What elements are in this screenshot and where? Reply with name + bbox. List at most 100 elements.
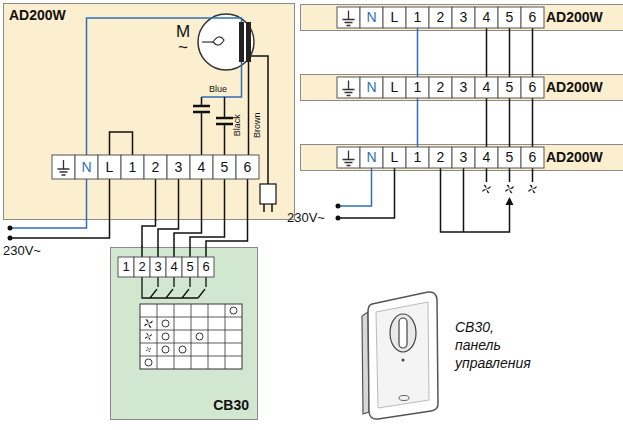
terminal-label: 1	[129, 159, 137, 175]
terminal-label: N	[366, 149, 376, 165]
terminal-cell	[75, 155, 98, 179]
plug-symbol	[260, 184, 276, 212]
terminal-label: L	[391, 9, 399, 25]
terminal-label: 2	[437, 9, 445, 25]
terminal-cell	[360, 7, 383, 28]
terminal-cell	[198, 257, 214, 277]
terminal-cell	[406, 7, 429, 28]
terminal-cell	[213, 155, 236, 179]
terminal-cell	[144, 155, 167, 179]
terminal-label: 2	[437, 79, 445, 95]
terminal-label: 4	[170, 260, 177, 275]
terminal-cell	[452, 77, 475, 98]
terminal-label: N	[366, 79, 376, 95]
switch-positions	[145, 307, 237, 366]
terminal-label: 1	[414, 9, 422, 25]
unit-title: AD200W	[546, 80, 603, 95]
terminal-cell	[52, 155, 75, 179]
terminal-label: 5	[506, 79, 514, 95]
terminal-label: 6	[529, 149, 537, 165]
terminal-cell	[521, 7, 544, 28]
terminal-cell	[406, 147, 429, 168]
terminal-label: N	[81, 159, 91, 175]
terminal-label: 3	[460, 79, 468, 95]
terminal-label: 4	[483, 79, 491, 95]
terminal-cell	[521, 77, 544, 98]
terminal-label: 1	[414, 149, 422, 165]
wire-color-label: Blue	[209, 84, 227, 94]
terminal-label: 1	[122, 260, 129, 275]
terminal-label: 4	[483, 9, 491, 25]
terminal-cell	[498, 147, 521, 168]
terminal-cell	[121, 155, 144, 179]
unit-title: AD200W	[546, 150, 603, 165]
terminal-cell	[498, 7, 521, 28]
terminal-cell	[360, 147, 383, 168]
terminal-strips	[52, 7, 544, 277]
terminal-label: 5	[186, 260, 193, 275]
terminal-cell	[475, 147, 498, 168]
ground-symbol	[343, 81, 355, 96]
terminal-label: 3	[175, 159, 183, 175]
terminal-cell	[182, 257, 198, 277]
terminal-cell	[475, 77, 498, 98]
terminal-cell	[190, 155, 213, 179]
terminal-cell	[383, 7, 406, 28]
unit-title: CB30	[213, 398, 249, 413]
terminal-label: 3	[154, 260, 161, 275]
unit-title: AD200W	[546, 10, 603, 25]
terminal-cell	[167, 155, 190, 179]
terminal-label: 2	[152, 159, 160, 175]
wire-color-label: Black	[232, 114, 242, 136]
terminal-cell	[337, 77, 360, 98]
motor-symbol	[198, 14, 254, 70]
terminal-cell	[236, 155, 259, 179]
terminal-cell	[98, 155, 121, 179]
terminal-label: 4	[483, 149, 491, 165]
ground-symbol	[58, 160, 70, 175]
unit-title: AD200W	[9, 8, 66, 23]
switch-symbol	[142, 277, 206, 298]
terminal-cell	[429, 7, 452, 28]
terminal-cell	[118, 257, 134, 277]
terminal-cell	[383, 77, 406, 98]
supply-voltage-label: 230V~	[3, 244, 41, 259]
terminal-cell	[150, 257, 166, 277]
terminal-cell	[498, 77, 521, 98]
terminal-cell	[521, 147, 544, 168]
capacitor-symbol	[193, 106, 233, 124]
wire-color-label: Brown	[252, 112, 262, 138]
terminal-cell	[452, 7, 475, 28]
terminal-label: 2	[138, 260, 145, 275]
terminal-cell	[360, 77, 383, 98]
supply-voltage-label: 230V~	[287, 211, 325, 226]
terminal-label: 5	[221, 159, 229, 175]
terminal-label: 3	[460, 9, 468, 25]
terminal-label: 3	[460, 149, 468, 165]
terminal-label: 2	[437, 149, 445, 165]
wire-connector	[417, 101, 419, 144]
terminal-cell	[429, 77, 452, 98]
picture-caption: CB30, панель управления	[455, 318, 539, 373]
terminal-label: 6	[529, 79, 537, 95]
terminal-cell	[337, 7, 360, 28]
motor-symbol-label: ~	[178, 38, 188, 58]
terminal-cell	[166, 257, 182, 277]
terminal-cell	[337, 147, 360, 168]
terminal-label: 6	[529, 9, 537, 25]
wires	[10, 18, 268, 257]
terminal-label: L	[106, 159, 114, 175]
terminal-cell	[134, 257, 150, 277]
terminal-cell	[383, 147, 406, 168]
wire-connector	[142, 220, 156, 247]
ground-symbol	[343, 11, 355, 26]
terminal-cell	[429, 147, 452, 168]
terminal-label: 1	[414, 79, 422, 95]
terminal-label: 4	[198, 159, 206, 175]
ground-symbol	[343, 151, 355, 166]
switch-table	[140, 304, 242, 369]
terminal-cell	[452, 147, 475, 168]
terminal-cell	[406, 77, 429, 98]
terminal-label: 6	[202, 260, 209, 275]
control-panel-picture	[362, 292, 438, 419]
